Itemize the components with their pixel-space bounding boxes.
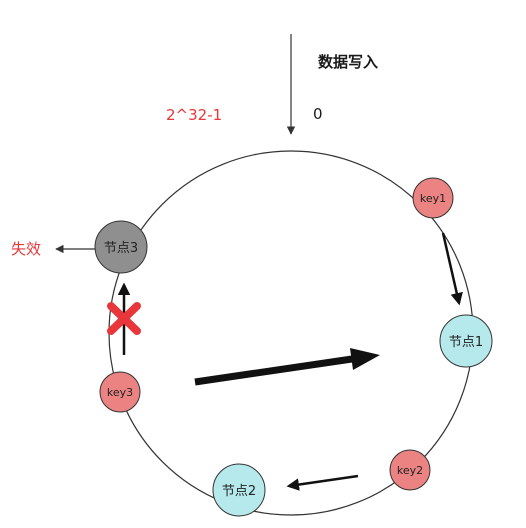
cross-mark-icon (107, 302, 141, 335)
node1-label: 节点1 (449, 335, 483, 350)
key2-label: key2 (397, 464, 423, 477)
write-data-label: 数据写入 (318, 53, 378, 71)
node2-label: 节点2 (222, 484, 256, 499)
node3-label: 节点3 (104, 241, 138, 256)
key1-to-node1-arrow (441, 232, 463, 306)
key3-label: key3 (107, 386, 133, 399)
key3-circle (99, 371, 141, 413)
key2-to-node2-arrow (286, 474, 359, 491)
key2-circle (389, 449, 431, 491)
max-hash-label: 2^32-1 (166, 106, 222, 124)
key3-to-node1-arrow (194, 355, 353, 386)
key1-label: key1 (420, 192, 446, 205)
key2: key2 (389, 449, 431, 491)
key1-circle (412, 177, 454, 219)
node2-circle (212, 463, 266, 517)
key3-to-node1-arrowhead (350, 348, 380, 370)
failed-label: 失效 (11, 240, 41, 258)
node2: 节点2 (212, 463, 266, 517)
node3: 节点3 (94, 220, 148, 274)
zero-label: 0 (313, 105, 323, 123)
node1-circle (439, 314, 493, 368)
key1: key1 (412, 177, 454, 219)
node3-circle (94, 220, 148, 274)
key3: key3 (99, 371, 141, 413)
node1: 节点1 (439, 314, 493, 368)
